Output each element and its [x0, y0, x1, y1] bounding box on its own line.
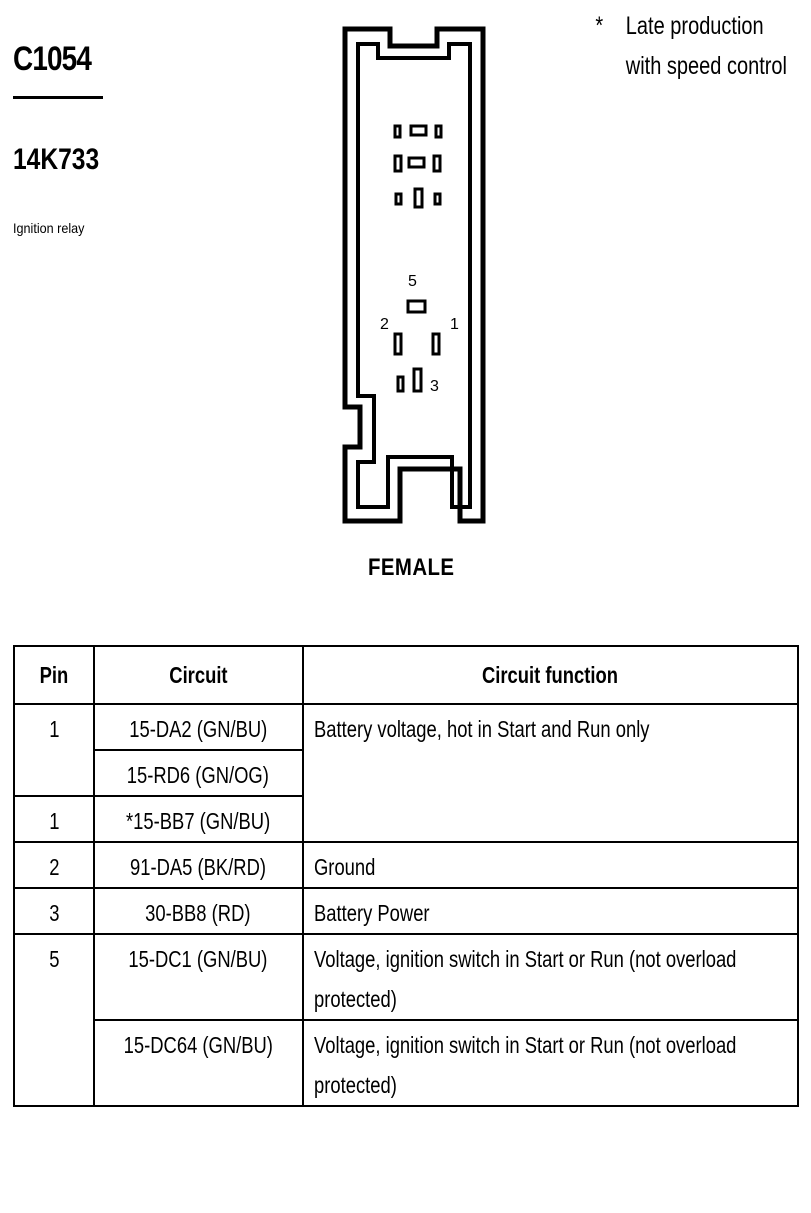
table-row: 5 15-DC1 (GN/BU) Voltage, ignition switc… [13, 933, 800, 1021]
cavity [434, 124, 443, 139]
cell-pin: 3 [13, 887, 95, 935]
pin-label-2: 2 [380, 316, 389, 333]
cell-circuit: 15-RD6 (GN/OG) [93, 749, 304, 797]
header-function: Circuit function [301, 645, 800, 705]
cell-pin: 1 [13, 795, 95, 843]
cavity [394, 192, 403, 206]
cell-function: Battery voltage, hot in Start and Run on… [301, 703, 800, 842]
cavity-pin-1 [431, 332, 441, 356]
cell-function: Voltage, ignition switch in Start or Run… [301, 1019, 800, 1107]
production-note: * Late production with speed control [595, 6, 788, 86]
cell-pin: 5 [13, 933, 95, 1020]
note-asterisk: * [595, 12, 604, 40]
cavity [407, 156, 426, 169]
cavity [409, 124, 428, 137]
cell-circuit: 91-DA5 (BK/RD) [93, 841, 304, 889]
cavity [393, 154, 403, 173]
pin-table: Pin Circuit Circuit function 1 15-DA2 (G… [13, 645, 800, 1107]
pin-label-5: 5 [408, 273, 417, 290]
cell-circuit: 15-DC64 (GN/BU) [93, 1019, 304, 1107]
cell-function: Battery Power [301, 887, 800, 935]
cavity [413, 187, 424, 209]
cell-pin [13, 1020, 95, 1107]
cavity-pin-3 [412, 367, 423, 393]
pin-label-1: 1 [450, 316, 459, 333]
note-line-1: Late production [625, 12, 764, 40]
pin-label-3: 3 [430, 378, 439, 395]
table-row: 2 91-DA5 (BK/RD) Ground [13, 841, 800, 889]
cavity [396, 375, 405, 393]
cavity-pin-5 [406, 299, 427, 314]
connector-outer-outline [342, 26, 486, 524]
table-row: 1 15-DA2 (GN/BU) Battery voltage, hot in… [13, 703, 800, 842]
part-number: 14K733 [13, 143, 100, 176]
cell-circuit: *15-BB7 (GN/BU) [93, 795, 304, 843]
cavity [433, 192, 442, 206]
title-underline [13, 96, 103, 99]
table-row: 3 30-BB8 (RD) Battery Power [13, 887, 800, 935]
table-row: 1 *15-BB7 (GN/BU) [13, 795, 798, 843]
table-row: 15-RD6 (GN/OG) [13, 749, 798, 797]
upper-cavities [393, 124, 443, 209]
cavity-pin-2 [393, 332, 403, 356]
table-row: 15-DC64 (GN/BU) Voltage, ignition switch… [13, 1019, 800, 1107]
cell-pin: 2 [13, 841, 95, 889]
connector-description: Ignition relay [13, 220, 85, 236]
cell-function: Ground [301, 841, 800, 889]
cavity [393, 124, 402, 139]
numbered-cavities [393, 299, 441, 393]
cell-circuit: 15-DC1 (GN/BU) [93, 933, 304, 1021]
connector-id: C1054 [13, 40, 92, 78]
cavity [432, 154, 442, 173]
cell-circuit: 15-DA2 (GN/BU) [93, 703, 304, 751]
cell-pin [13, 750, 95, 797]
connector-gender: FEMALE [368, 554, 455, 581]
header-circuit: Circuit [93, 645, 304, 705]
connector-face-diagram: 5 2 1 3 [342, 26, 486, 524]
cell-circuit: 30-BB8 (RD) [93, 887, 304, 935]
header-pin: Pin [13, 645, 95, 705]
table-header-row: Pin Circuit Circuit function [13, 645, 800, 705]
cell-pin: 1 [13, 703, 95, 750]
note-line-2: with speed control [625, 52, 788, 80]
cell-function: Voltage, ignition switch in Start or Run… [301, 933, 800, 1021]
connector-inner-outline [356, 42, 472, 509]
